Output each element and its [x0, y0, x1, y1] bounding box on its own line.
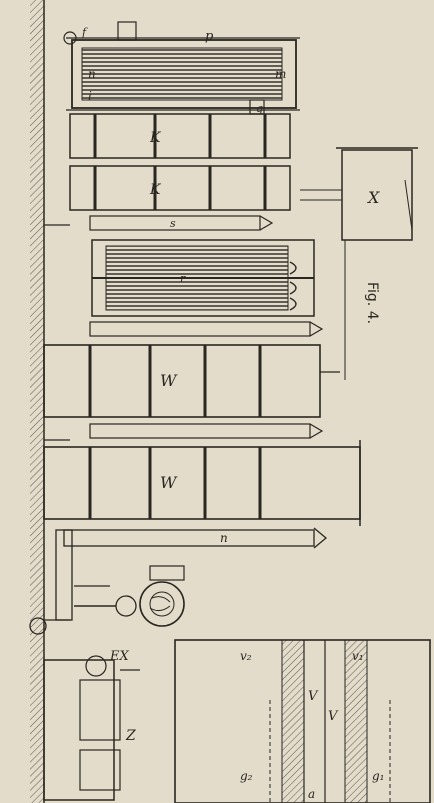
label-v1: v₁	[352, 649, 364, 663]
figure-caption: Fig. 4.	[364, 282, 380, 324]
label-a: a	[308, 787, 315, 801]
label-g1: g₁	[372, 769, 385, 783]
label-z: Z	[125, 728, 136, 744]
label-v2: v₂	[240, 649, 252, 663]
pump-fan	[29, 565, 185, 635]
label-q: q	[256, 102, 263, 115]
label-v-a: V	[308, 689, 319, 704]
label-k-1: K	[149, 130, 162, 146]
plate-stack	[91, 239, 315, 317]
label-f: f	[81, 26, 88, 39]
lower-tank	[174, 639, 431, 803]
foundation-wall	[30, 0, 70, 803]
pipe-s	[89, 215, 324, 439]
tank-x	[300, 147, 418, 380]
label-n: n	[220, 531, 228, 545]
label-g2: g₂	[240, 769, 253, 783]
label-s: s	[170, 217, 176, 230]
column-w-1	[43, 344, 340, 418]
label-k-2: K	[149, 182, 162, 198]
label-p: p	[205, 29, 214, 44]
filter-press-top	[63, 21, 300, 115]
label-i: i	[88, 89, 92, 103]
column-k-2	[69, 165, 291, 211]
label-w-1: W	[160, 371, 178, 390]
machinery-z	[43, 655, 140, 801]
label-w-2: W	[160, 473, 178, 492]
label-n-top: n	[88, 67, 96, 81]
label-ex: EX	[109, 649, 129, 664]
column-w-2	[43, 440, 361, 526]
pipe-n	[55, 527, 328, 621]
label-v-b: V	[328, 709, 339, 724]
label-x: X	[366, 188, 380, 207]
label-m: m	[275, 67, 286, 81]
label-r: r	[180, 272, 186, 285]
column-k-1	[69, 113, 291, 159]
